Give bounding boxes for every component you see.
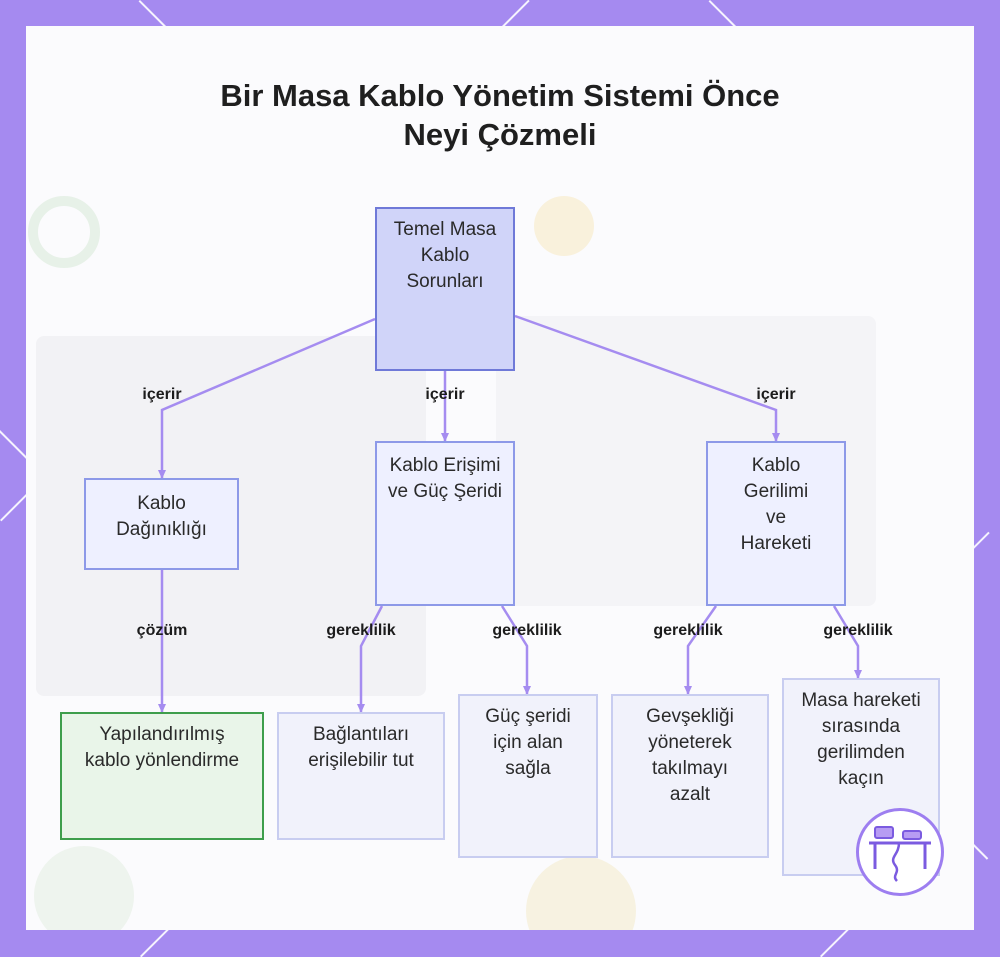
edge-label: gereklilik (326, 622, 396, 639)
title-line-2: Neyi Çözmeli (403, 117, 597, 152)
node-root-label: Temel Masa Kablo Sorunları (393, 219, 497, 292)
frame-decor-line (500, 0, 530, 30)
background-blob (34, 846, 134, 930)
edge-label: gereklilik (653, 622, 723, 639)
frame-decor-line (820, 927, 850, 957)
diagram-canvas: Bir Masa Kablo Yönetim Sistemi Önce Neyi… (26, 26, 974, 930)
frame-decor-line (140, 927, 170, 957)
edge-label: gereklilik (492, 622, 562, 639)
edge-erisim-alan (500, 605, 531, 695)
node-baglantilari-erisilebilir-label: Bağlantıları erişilebilir tut (308, 724, 414, 771)
edge-label: içerir (756, 386, 796, 403)
edge-layer (158, 314, 862, 713)
desk-cable-icon-glyph (869, 826, 931, 882)
edge-label: çözüm (136, 622, 188, 639)
node-kablo-erisimi: Kablo Erişimi ve Güç Şeridi (375, 441, 515, 606)
node-kablo-daginikligi: Kablo Dağınıklığı (84, 478, 239, 570)
node-root: Temel Masa Kablo Sorunları (375, 207, 515, 371)
edge-label: içerir (142, 386, 182, 403)
node-kablo-daginikligi-label: Kablo Dağınıklığı (116, 493, 207, 540)
edge-root-dagiiklik (158, 317, 376, 479)
node-masa-hareketi-label: Masa hareketi sırasında gerilimden kaçın (801, 690, 921, 789)
desk-cable-icon (856, 808, 944, 896)
frame-decor-line (0, 430, 29, 460)
edge-erisim-baglanti (357, 605, 384, 713)
background-blob (28, 196, 100, 268)
node-yapilandirilmis-kablo-label: Yapılandırılmış kablo yönlendirme (84, 724, 240, 771)
edge-label: içerir (425, 386, 465, 403)
node-guc-seridi-alan: Güç şeridi için alan sağla (458, 694, 598, 858)
edge-gerilim-gevseklik (684, 605, 718, 695)
node-gevseklik-label: Gevşekliği yöneterek takılmayı azalt (646, 706, 734, 805)
node-baglantilari-erisilebilir: Bağlantıları erişilebilir tut (277, 712, 445, 840)
node-guc-seridi-alan-label: Güç şeridi için alan sağla (485, 706, 571, 779)
node-yapilandirilmis-kablo: Yapılandırılmış kablo yönlendirme (60, 712, 264, 840)
node-kablo-erisimi-label: Kablo Erişimi ve Güç Şeridi (387, 455, 503, 502)
edge-root-gerilim (514, 314, 780, 442)
node-gevseklik: Gevşekliği yöneterek takılmayı azalt (611, 694, 769, 858)
diagram-title: Bir Masa Kablo Yönetim Sistemi Önce Neyi… (26, 76, 974, 154)
node-kablo-gerilimi: Kablo Gerilimi ve Hareketi (706, 441, 846, 606)
node-kablo-gerilimi-label: Kablo Gerilimi ve Hareketi (740, 455, 812, 554)
edge-gerilim-hareket (832, 605, 862, 679)
background-blob (534, 196, 594, 256)
title-line-1: Bir Masa Kablo Yönetim Sistemi Önce (220, 78, 780, 113)
edge-label: gereklilik (823, 622, 893, 639)
